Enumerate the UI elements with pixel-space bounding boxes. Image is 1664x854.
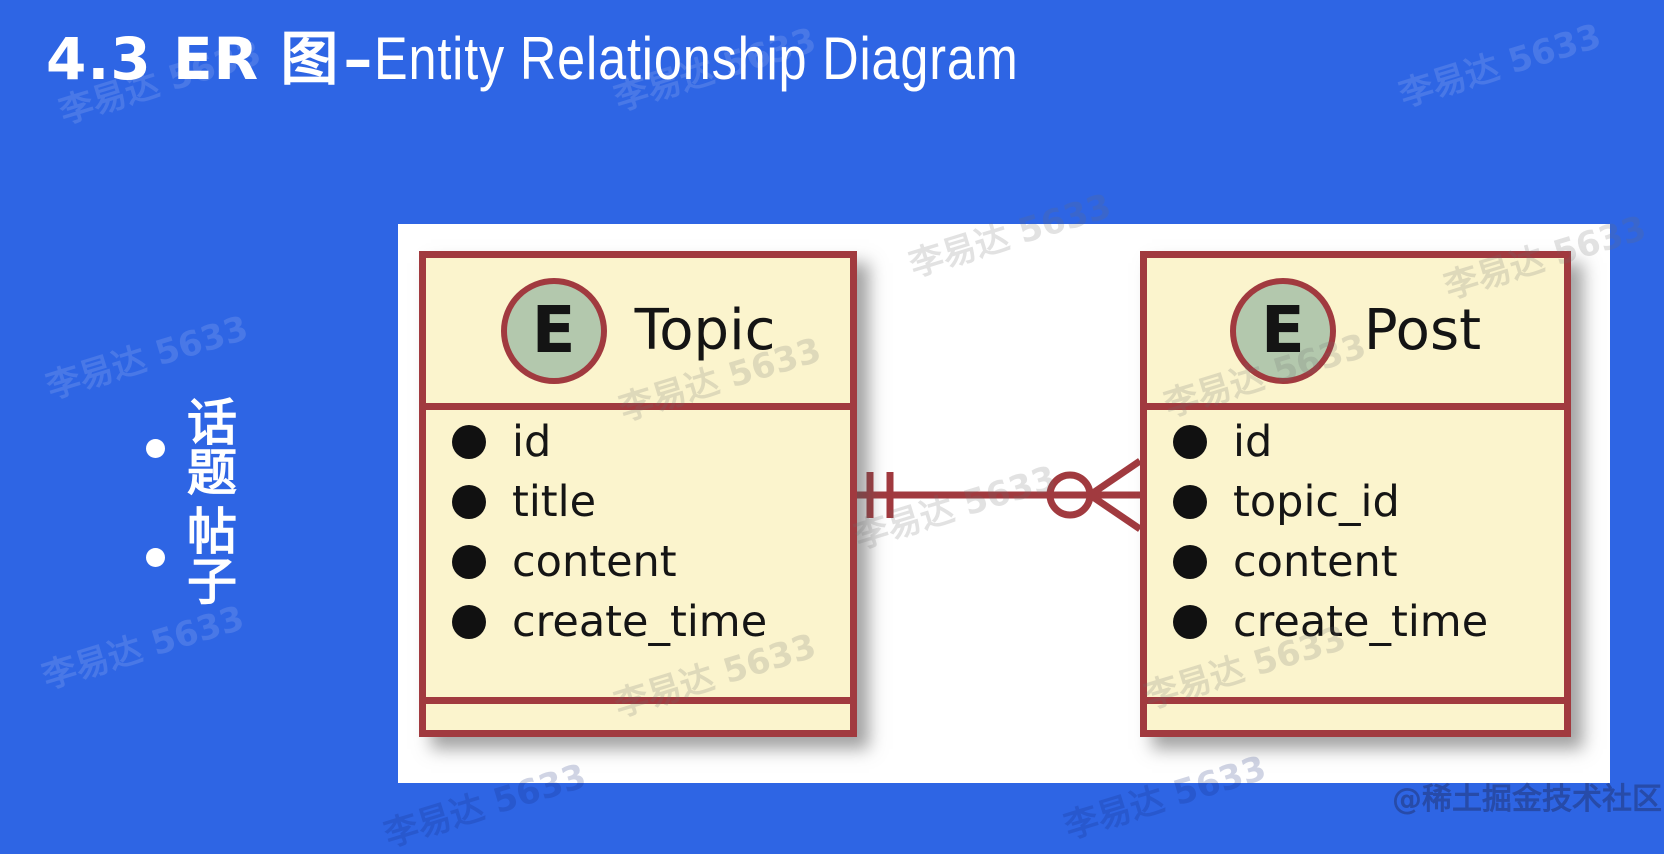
attribute-label: content xyxy=(1233,536,1398,587)
attribute-bullet-icon xyxy=(452,545,486,579)
attribute-row: id xyxy=(1173,418,1554,466)
attribute-label: title xyxy=(512,476,597,527)
attribute-row: topic_id xyxy=(1173,478,1554,526)
attribute-bullet-icon xyxy=(1173,425,1207,459)
attribute-label: content xyxy=(512,536,677,587)
attribute-label: create_time xyxy=(512,596,768,647)
entity-stereotype-icon: E xyxy=(500,277,607,384)
bullet-label: 话题 xyxy=(187,394,237,502)
watermark: 李易达 5633 xyxy=(41,308,253,408)
title-dash: – xyxy=(343,25,373,93)
list-item-topic: 话题 xyxy=(146,398,237,498)
entity-header: E Topic xyxy=(426,258,850,403)
entity-post: E Post id topic_id content xyxy=(1140,251,1571,737)
crow-foot-icon xyxy=(1088,458,1142,498)
attribute-list: id topic_id content create_time xyxy=(1147,410,1564,697)
entity-footer xyxy=(426,704,850,730)
entity-separator xyxy=(1147,697,1564,704)
entity-header: E Post xyxy=(1147,258,1564,403)
attribute-row: content xyxy=(1173,538,1554,586)
attribute-row: create_time xyxy=(452,598,840,646)
stereotype-letter: E xyxy=(531,293,576,368)
crow-foot-icon xyxy=(1088,492,1142,532)
entity-footer xyxy=(1147,704,1564,730)
attribute-list: id title content create_time xyxy=(426,410,850,697)
diagram-panel: E Topic id title content xyxy=(398,224,1610,783)
community-watermark: @稀土掘金技术社区 xyxy=(1392,782,1662,817)
entity-name: Topic xyxy=(634,297,776,363)
attribute-row: title xyxy=(452,478,840,526)
bullet-dot-icon xyxy=(146,438,165,458)
page-title: 4.3 ER 图–Entity Relationship Diagram xyxy=(46,12,1142,96)
watermark: 李易达 5633 xyxy=(1394,16,1606,116)
entity-stereotype-icon: E xyxy=(1229,277,1336,384)
entity-separator xyxy=(426,697,850,704)
list-item-post: 帖子 xyxy=(146,507,237,607)
attribute-label: id xyxy=(1233,416,1273,467)
entity-topic: E Topic id title content xyxy=(419,251,857,737)
bullet-label: 帖子 xyxy=(187,503,237,611)
attribute-bullet-icon xyxy=(1173,485,1207,519)
attribute-bullet-icon xyxy=(452,425,486,459)
attribute-bullet-icon xyxy=(1173,545,1207,579)
attribute-row: id xyxy=(452,418,840,466)
title-en: Entity Relationship Diagram xyxy=(374,25,1019,92)
title-zh: 4.3 ER 图 xyxy=(46,25,340,93)
attribute-row: create_time xyxy=(1173,598,1554,646)
entity-separator xyxy=(426,403,850,410)
bullet-dot-icon xyxy=(146,547,165,567)
attribute-bullet-icon xyxy=(452,605,486,639)
attribute-label: create_time xyxy=(1233,596,1489,647)
entity-name: Post xyxy=(1363,297,1482,363)
attribute-row: content xyxy=(452,538,840,586)
zero-circle-icon xyxy=(1046,471,1094,519)
entity-separator xyxy=(1147,403,1564,410)
stereotype-letter: E xyxy=(1261,293,1305,368)
attribute-label: id xyxy=(512,416,552,467)
attribute-bullet-icon xyxy=(452,485,486,519)
attribute-bullet-icon xyxy=(1173,605,1207,639)
attribute-label: topic_id xyxy=(1233,476,1400,527)
